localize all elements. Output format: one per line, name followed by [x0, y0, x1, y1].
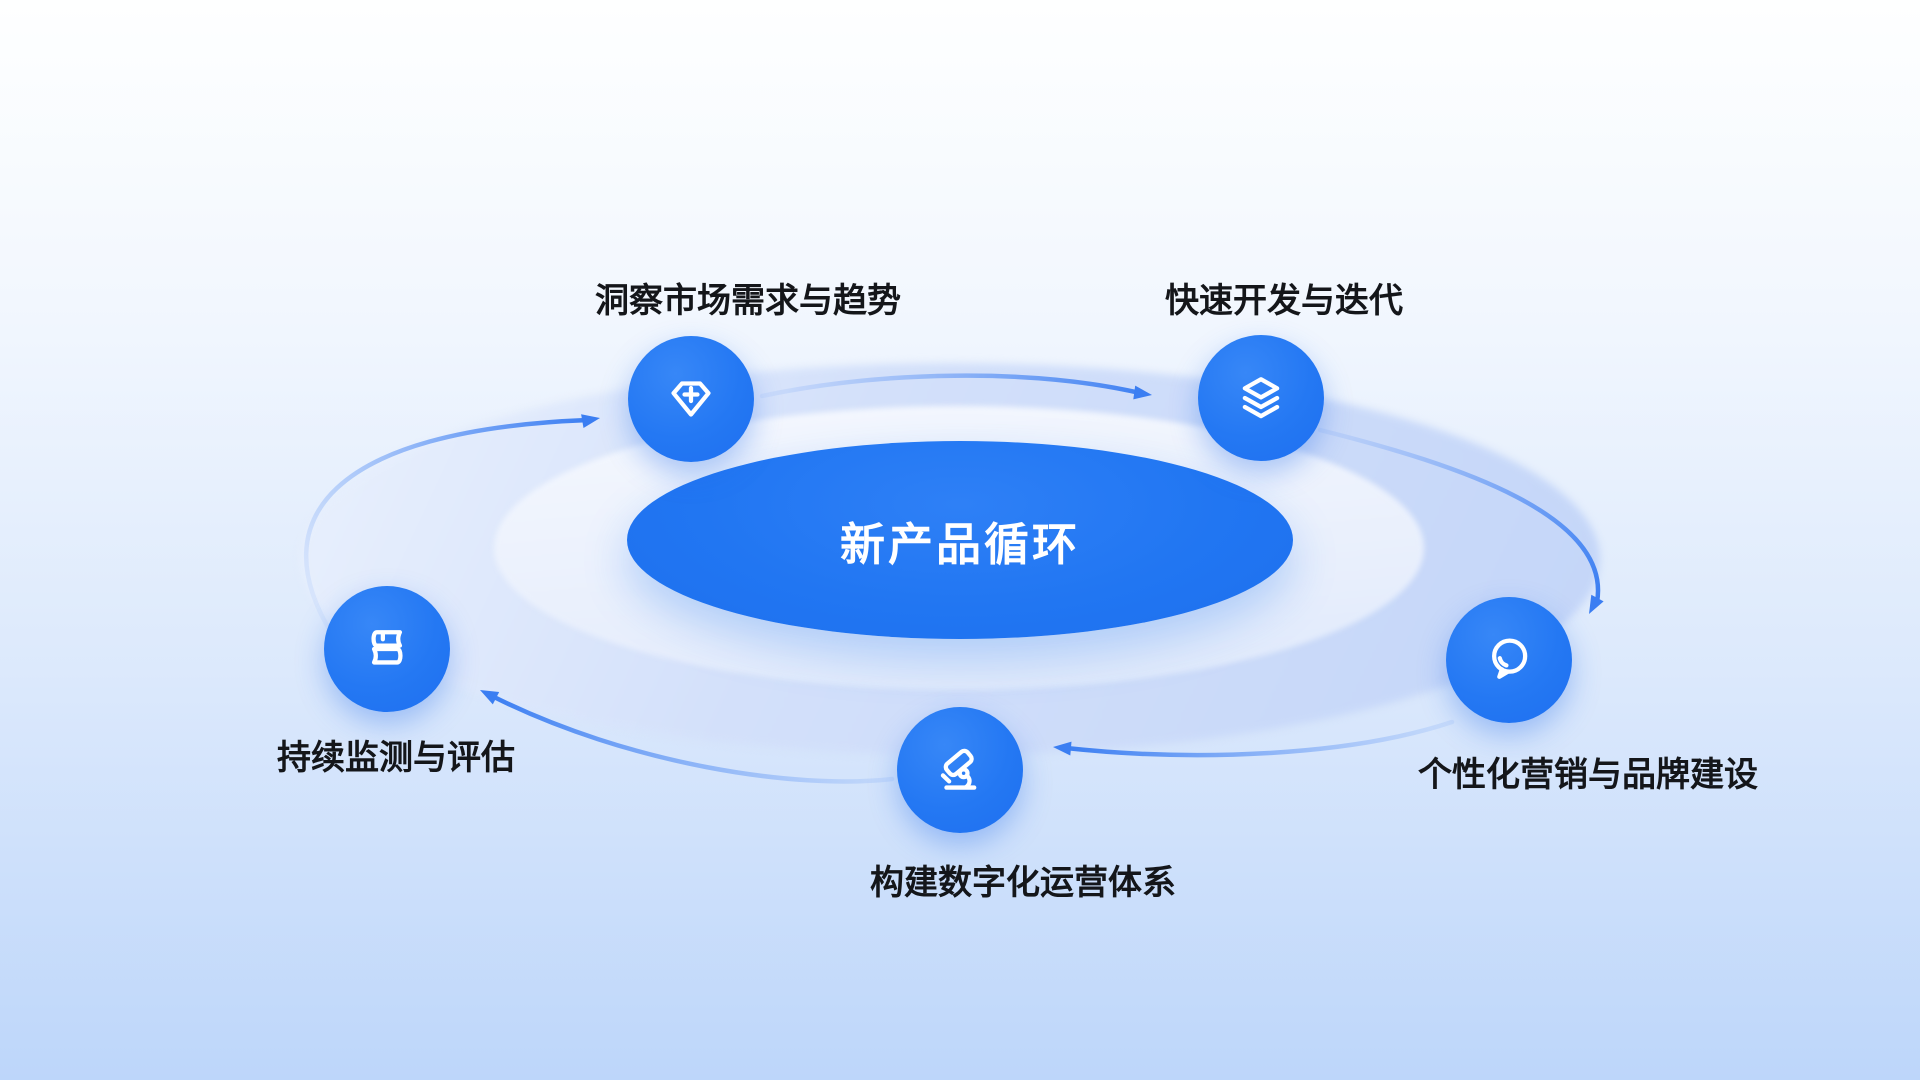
label-develop: 快速开发与迭代: [1165, 282, 1403, 320]
label-marketing: 个性化营销与品牌建设: [1418, 756, 1758, 794]
arrow-develop-to-marketing: [1317, 427, 1601, 605]
node-develop: [1198, 335, 1324, 461]
arrowhead-icon: [1589, 594, 1604, 614]
books-icon: [371, 630, 403, 665]
arrowhead-icon: [480, 690, 500, 705]
arrow-monitor-to-insight: [304, 417, 591, 637]
cycle-title: 新产品循环: [839, 518, 1080, 570]
arrowhead-icon: [581, 414, 600, 428]
gem-plus-icon: [671, 381, 711, 417]
arrow-marketing-to-operation: [1063, 719, 1455, 758]
chat-bubble-icon: [1492, 638, 1528, 679]
label-operation: 构建数字化运营体系: [870, 864, 1176, 902]
center-cycle-ellipse: 新产品循环: [627, 441, 1293, 639]
arrow-insight-to-develop: [759, 373, 1143, 399]
arrowhead-icon: [1133, 385, 1152, 400]
arrowhead-icon: [1053, 741, 1072, 756]
microscope-icon: [940, 748, 977, 790]
node-monitor: [324, 586, 450, 712]
label-insight: 洞察市场需求与趋势: [595, 282, 901, 320]
arrow-operation-to-monitor: [489, 693, 895, 784]
node-operation: [897, 707, 1023, 833]
node-marketing: [1446, 597, 1572, 723]
layers-icon: [1242, 377, 1280, 419]
label-monitor: 持续监测与评估: [277, 739, 515, 777]
node-insight: [628, 336, 754, 462]
